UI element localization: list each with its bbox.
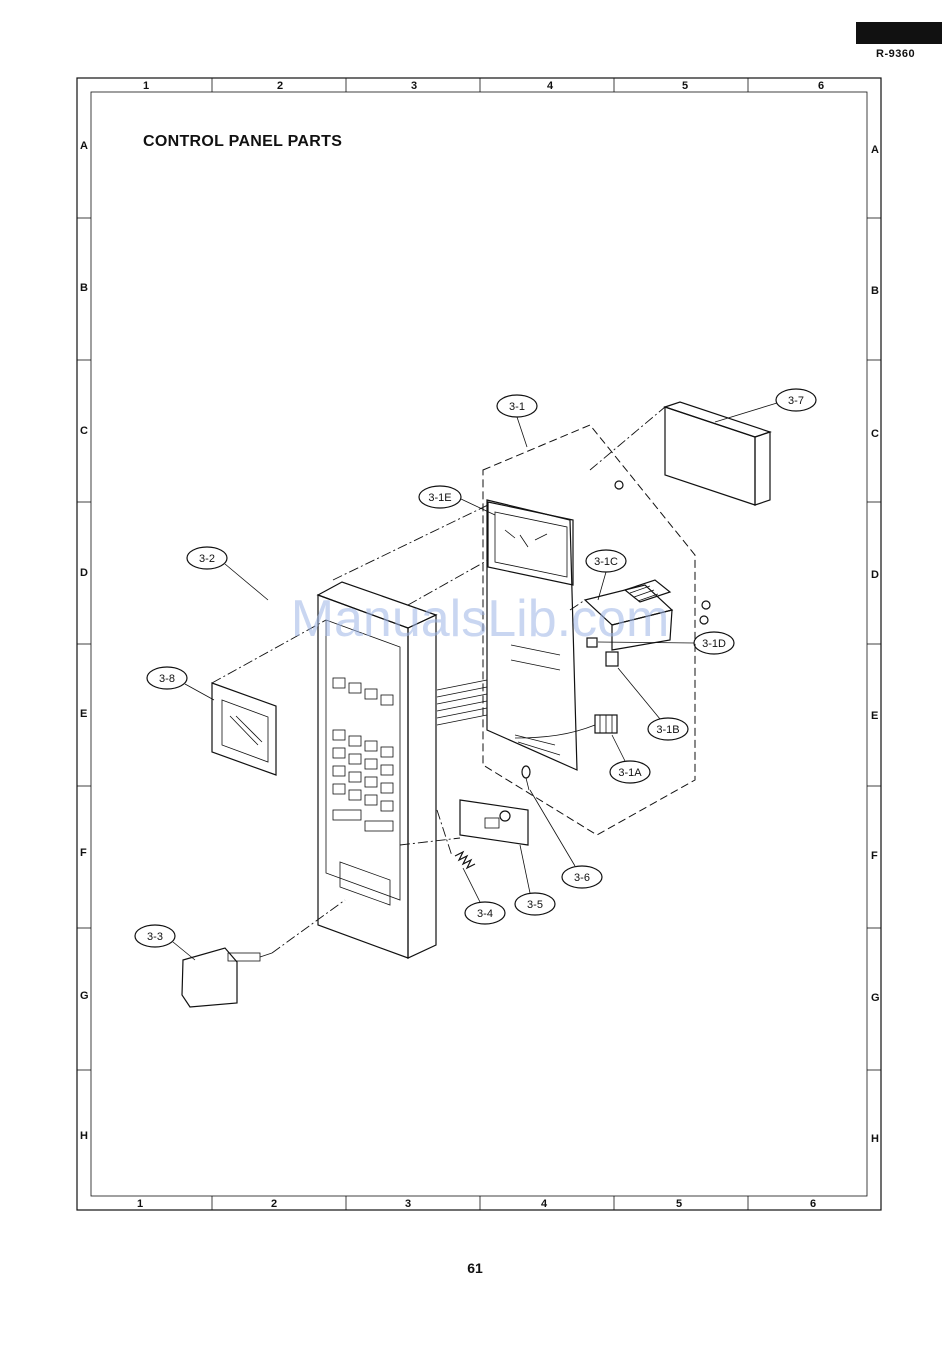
col-label-bottom-6: 6 (810, 1198, 816, 1210)
callout-label-3-4: 3-4 (477, 908, 493, 920)
callout-3-6: 3-6 (530, 790, 602, 888)
assembly-lines (212, 407, 665, 953)
col-label-bottom-1: 1 (137, 1198, 143, 1210)
col-label-top-2: 2 (277, 80, 283, 92)
row-label-left-d: D (80, 567, 88, 579)
watermark: ManualsLib.com (291, 590, 670, 648)
col-label-top-6: 6 (818, 80, 824, 92)
screw-right-2 (700, 616, 708, 624)
row-label-right-g: G (871, 992, 880, 1004)
col-label-top-3: 3 (411, 80, 417, 92)
pin-3-6 (522, 766, 530, 790)
connector-3-1b (606, 652, 618, 666)
insulation-sponge-3-7 (665, 402, 770, 505)
spring-3-4 (455, 852, 475, 868)
row-label-right-c: C (871, 428, 879, 440)
col-label-bottom-4: 4 (541, 1198, 548, 1210)
col-label-bottom-3: 3 (405, 1198, 411, 1210)
col-label-bottom-2: 2 (271, 1198, 277, 1210)
callout-3-1a: 3-1A (610, 735, 650, 783)
connector-3-1a (515, 715, 617, 738)
row-label-left-b: B (80, 282, 88, 294)
display-holder-3-1e (488, 502, 573, 585)
callout-label-3-1d: 3-1D (702, 638, 726, 650)
callout-3-1e: 3-1E (419, 486, 495, 515)
ribbon-cable (437, 680, 487, 725)
door-open-button-3-3 (182, 948, 272, 1007)
callout-label-3-1c: 3-1C (594, 556, 618, 568)
row-label-left-a: A (80, 140, 88, 152)
col-label-top-1: 1 (143, 80, 149, 92)
row-label-right-h: H (871, 1133, 879, 1145)
callout-3-1b: 3-1B (618, 668, 688, 740)
callout-3-3: 3-3 (135, 925, 195, 960)
row-label-right-f: F (871, 850, 878, 862)
callout-label-3-1e: 3-1E (428, 492, 451, 504)
callout-label-3-8: 3-8 (159, 673, 175, 685)
callout-label-3-1a: 3-1A (618, 767, 642, 779)
row-label-right-e: E (871, 710, 878, 722)
latch-lever-3-5 (460, 800, 528, 845)
col-label-top-4: 4 (547, 80, 554, 92)
callout-label-3-6: 3-6 (574, 872, 590, 884)
row-label-left-e: E (80, 708, 87, 720)
callout-3-1: 3-1 (497, 395, 537, 447)
keypad-grid (333, 678, 393, 831)
callout-3-4: 3-4 (463, 868, 505, 924)
callout-label-3-3: 3-3 (147, 931, 163, 943)
row-label-left-c: C (80, 425, 88, 437)
callout-label-3-5: 3-5 (527, 899, 543, 911)
callout-3-7: 3-7 (715, 389, 816, 422)
row-label-left-h: H (80, 1130, 88, 1142)
callout-3-2: 3-2 (187, 547, 268, 600)
col-label-top-5: 5 (682, 80, 688, 92)
callout-label-3-1b: 3-1B (656, 724, 679, 736)
callout-3-5: 3-5 (515, 845, 555, 915)
row-label-right-b: B (871, 285, 879, 297)
display-window-3-8 (212, 683, 276, 775)
row-label-left-f: F (80, 847, 87, 859)
callout-label-3-2: 3-2 (199, 553, 215, 565)
screw-right-1 (702, 601, 710, 609)
callout-label-3-1: 3-1 (509, 401, 525, 413)
screw-top (615, 481, 623, 489)
col-label-bottom-5: 5 (676, 1198, 682, 1210)
callout-3-8: 3-8 (147, 667, 214, 700)
row-label-right-a: A (871, 144, 879, 156)
callout-label-3-7: 3-7 (788, 395, 804, 407)
row-label-right-d: D (871, 569, 879, 581)
row-label-left-g: G (80, 990, 89, 1002)
